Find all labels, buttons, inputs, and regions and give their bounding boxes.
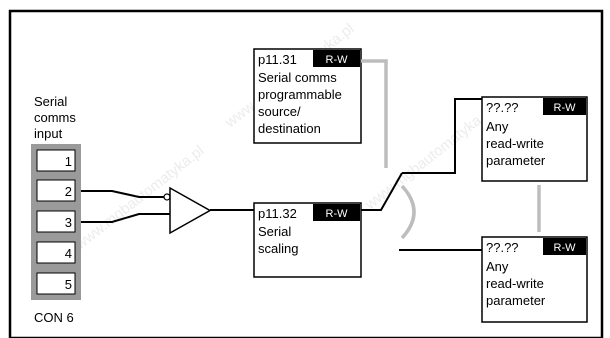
block-text-line: Serial (258, 224, 291, 239)
block-text-line: parameter (486, 293, 546, 308)
wire-terminal-2 (81, 190, 165, 198)
serial-input-label-line: Serial (34, 94, 67, 109)
block-serial-scaling: p11.32 R-W Serial scaling (253, 202, 362, 278)
selector-linkage (361, 59, 541, 240)
wire-to-top-target (402, 98, 482, 174)
link-from-p11-31 (361, 59, 388, 168)
access-label: R-W (326, 208, 349, 220)
block-text-line: Any (486, 119, 509, 134)
terminal-3 (36, 210, 76, 233)
access-label: R-W (554, 242, 577, 254)
param-number: ??.?? (486, 240, 519, 255)
param-number: p11.31 (258, 52, 297, 67)
input-wiring (81, 190, 170, 223)
access-badge (543, 238, 586, 255)
link-arc (400, 184, 416, 240)
access-label: R-W (326, 54, 349, 66)
connector-con6: 1 2 3 4 5 CON 6 (31, 144, 81, 325)
block-text-line: read-write (486, 136, 544, 151)
block-text-line: source/ (258, 104, 301, 119)
block-text-line: Serial comms (258, 70, 337, 85)
terminal-label: 1 (65, 154, 72, 169)
block-target-bottom: ??.?? R-W Any read-write parameter (481, 236, 588, 323)
block-source-destination: p11.31 R-W Serial comms programmable sou… (253, 48, 362, 144)
access-label: R-W (554, 102, 577, 114)
param-number: ??.?? (486, 100, 519, 115)
serial-input-label: Serial comms input (34, 94, 76, 141)
terminal-label: 4 (65, 246, 72, 261)
connector-label: CON 6 (34, 310, 74, 325)
terminal-label: 5 (65, 277, 72, 292)
block-text-line: parameter (486, 153, 546, 168)
param-number: p11.32 (258, 206, 297, 221)
block-text-line: programmable (258, 87, 342, 102)
serial-input-label-line: input (34, 126, 63, 141)
block-text-line: scaling (258, 241, 298, 256)
terminal-5 (36, 272, 76, 295)
wire-terminal-3 (81, 213, 170, 223)
block-text-line: Any (486, 259, 509, 274)
block-target-top: ??.?? R-W Any read-write parameter (481, 96, 588, 182)
differential-amplifier (169, 186, 212, 235)
inverting-input-dot (163, 193, 171, 201)
access-badge (313, 50, 360, 67)
terminal-2 (36, 179, 76, 202)
terminal-label: 2 (65, 184, 72, 199)
terminal-label: 3 (65, 215, 72, 230)
watermark: www.mgbautomatyka.pl (361, 102, 497, 214)
terminal-4 (36, 241, 76, 264)
selector-switch (361, 98, 482, 251)
terminal-1 (36, 149, 76, 172)
block-text-line: destination (258, 121, 321, 136)
access-badge (543, 98, 586, 115)
switch-blade (361, 172, 403, 211)
serial-input-label-line: comms (34, 110, 76, 125)
access-badge (313, 204, 360, 221)
block-text-line: read-write (486, 276, 544, 291)
diagram-frame (8, 9, 604, 338)
